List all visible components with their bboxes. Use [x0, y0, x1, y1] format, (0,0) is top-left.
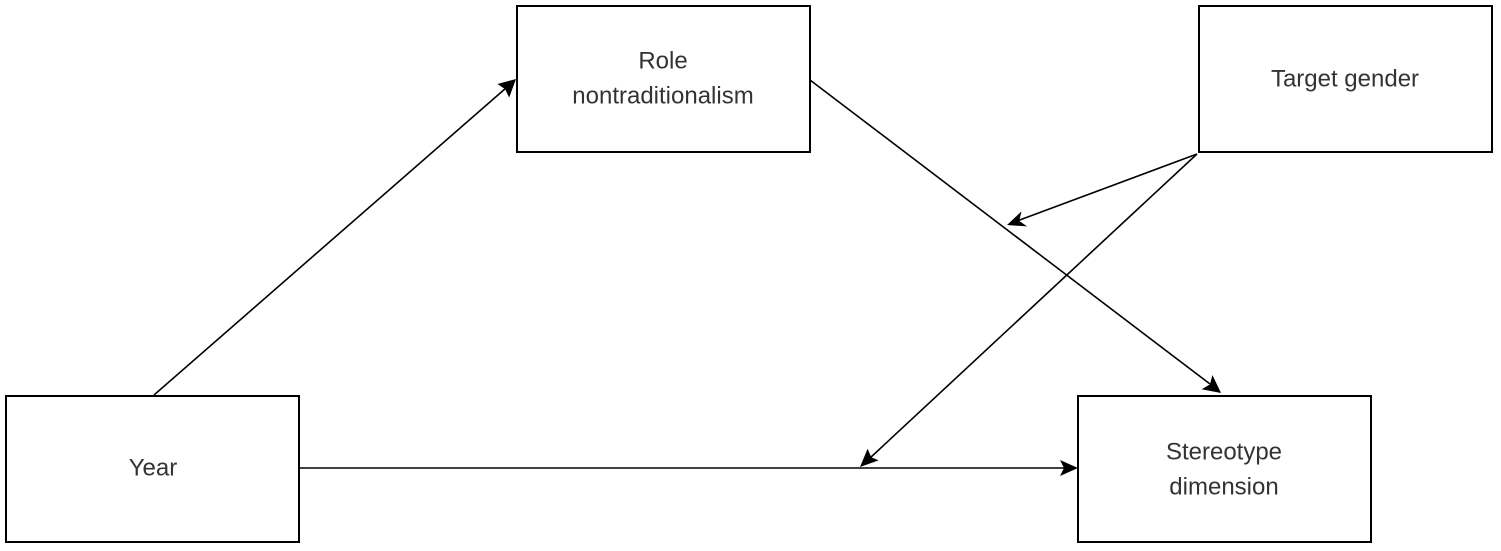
node-role-nontraditionalism[interactable]: Role nontraditionalism: [516, 5, 811, 153]
arrowhead-target-to-role-path: [1007, 211, 1028, 227]
arrowhead-role-to-stereotype: [1201, 375, 1221, 393]
edge-year-to-role: [153, 79, 516, 396]
node-year[interactable]: Year: [5, 395, 300, 543]
node-target-gender[interactable]: Target gender: [1198, 5, 1493, 153]
node-stereotype-label-line1: Stereotype: [1166, 438, 1282, 465]
node-target-label: Target gender: [1271, 65, 1419, 92]
node-role-box: [516, 5, 811, 153]
arrowhead-year-to-stereotype: [1060, 460, 1078, 476]
node-year-label: Year: [129, 454, 178, 481]
node-role-label-line2: nontraditionalism: [572, 82, 753, 109]
edge-role-to-stereotype: [809, 79, 1221, 393]
node-stereotype-label-line2: dimension: [1169, 473, 1278, 500]
arrowhead-target-to-year-path: [860, 448, 879, 467]
node-target-box: [1198, 5, 1493, 153]
node-stereotype-box: [1077, 395, 1372, 543]
edges: [153, 79, 1221, 476]
arrowhead-year-to-role: [497, 79, 516, 98]
node-stereotype-dimension[interactable]: Stereotype dimension: [1077, 395, 1372, 543]
edge-target-to-year-path: [860, 153, 1198, 467]
node-role-label-line1: Role: [638, 47, 687, 74]
node-year-box: [5, 395, 300, 543]
edge-target-to-role-path: [1007, 153, 1198, 227]
edge-year-to-stereotype: [299, 460, 1078, 476]
